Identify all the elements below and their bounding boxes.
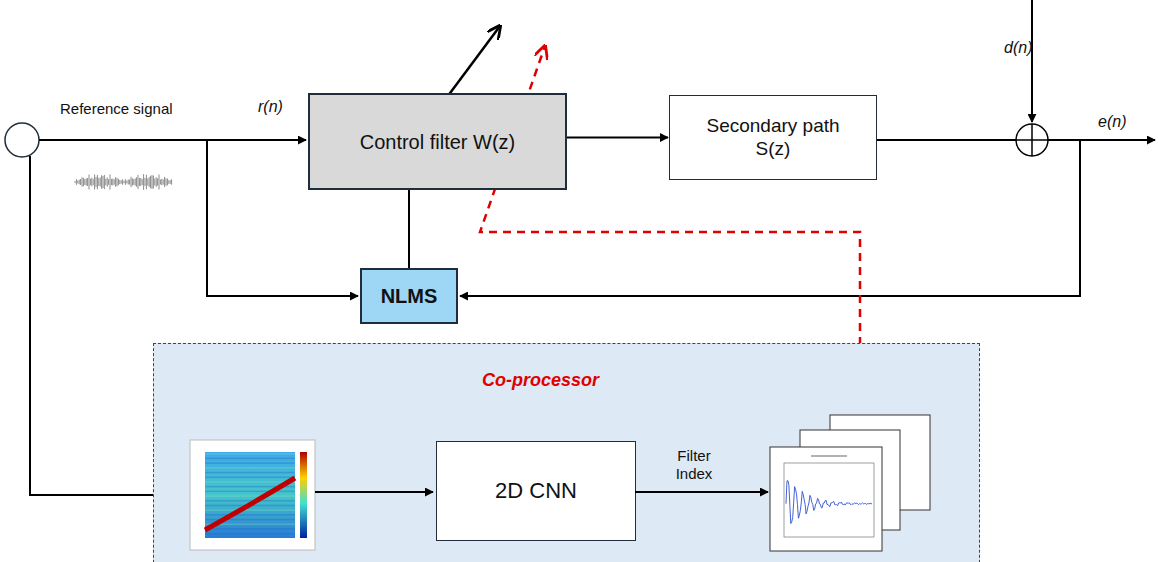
process-box: NLMS — [360, 268, 458, 324]
spectrogram-image — [190, 440, 315, 550]
filter-bank-images — [770, 415, 930, 551]
source-circle — [5, 123, 39, 157]
signal-name: d(n) — [1004, 38, 1032, 57]
sum-junction — [1016, 124, 1048, 156]
coprocessor-region: Co-processor 2D CNN — [153, 343, 980, 562]
signal-line — [635, 491, 768, 493]
waveform-icon — [75, 174, 172, 190]
signal-name: e(n) — [1098, 112, 1126, 131]
process-box: 2D CNN — [436, 441, 636, 541]
signal-name: r(n) — [258, 97, 283, 116]
process-box: Secondary path S(z) — [669, 95, 877, 180]
box-label: Secondary path S(z) — [698, 115, 848, 161]
process-box: Control filter W(z) — [308, 93, 567, 190]
box-label: 2D CNN — [495, 478, 577, 504]
connector — [567, 137, 668, 139]
signal-line — [1031, 0, 1033, 122]
region-heading: Co-processor — [482, 370, 599, 392]
box-label: Control filter W(z) — [360, 130, 516, 154]
signal-line — [39, 139, 306, 141]
connector — [408, 190, 410, 268]
arrow-label: Filter Index — [662, 447, 726, 483]
signal-name: Reference signal — [60, 100, 173, 118]
signal-line — [315, 491, 433, 493]
signal-line — [877, 139, 1016, 141]
box-label: NLMS — [381, 284, 438, 308]
signal-line — [1048, 139, 1155, 141]
